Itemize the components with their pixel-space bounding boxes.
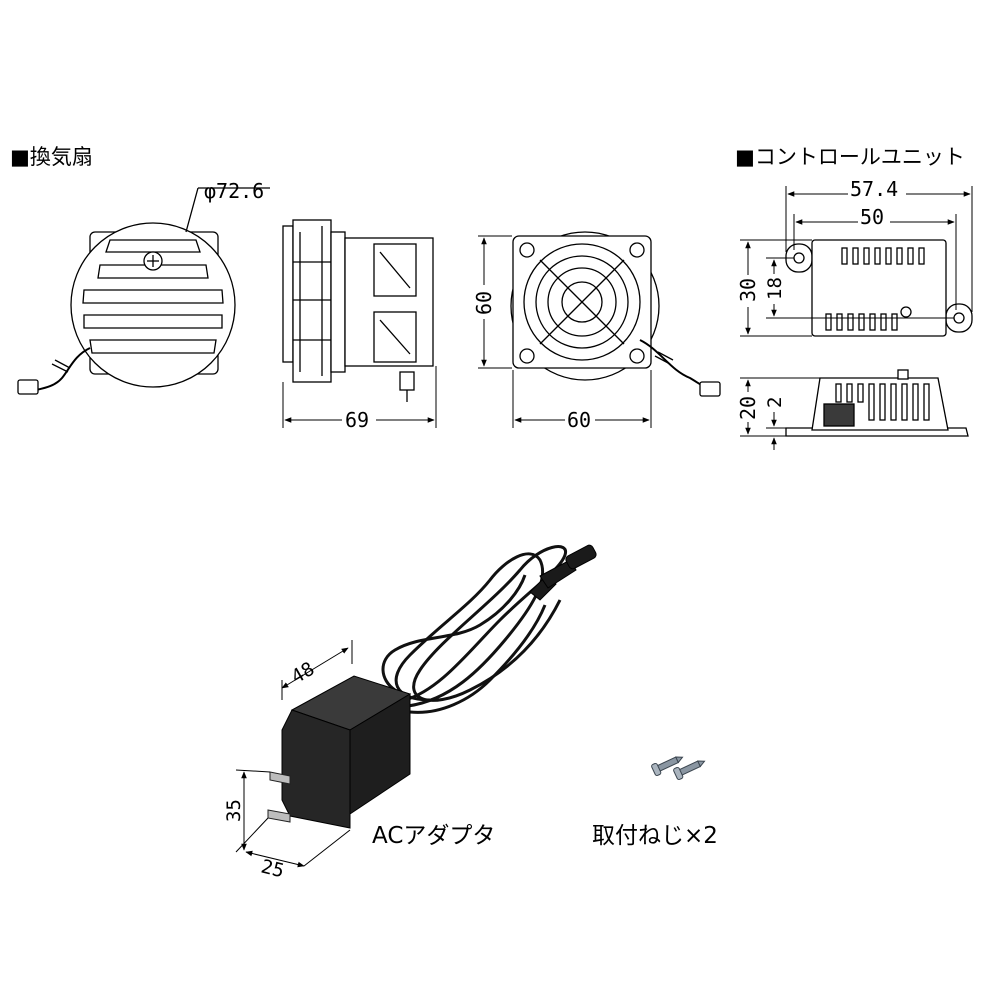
unit-body-width-label: 50 bbox=[860, 205, 884, 229]
ac-adapter-caption: ACアダプタ bbox=[372, 823, 496, 849]
unit-side-height-label: 20 bbox=[736, 396, 760, 420]
adapter-height-label: 35 bbox=[223, 799, 245, 822]
ac-adapter bbox=[235, 544, 597, 868]
fan-depth-label: 69 bbox=[345, 408, 369, 432]
adapter-depth-label: 48 bbox=[288, 658, 319, 688]
fan-height-label: 60 bbox=[472, 291, 496, 315]
fan-diameter-label: φ72.6 bbox=[204, 179, 264, 203]
fan-width-label: 60 bbox=[567, 408, 591, 432]
adapter-width-label: 25 bbox=[259, 856, 287, 883]
unit-hole-pitch-label: 18 bbox=[764, 277, 786, 300]
fan-section-title: ■換気扇 bbox=[10, 145, 93, 169]
unit-total-width-label: 57.4 bbox=[850, 177, 898, 201]
control-unit-side-view bbox=[740, 369, 969, 450]
screws-caption: 取付ねじ×2 bbox=[592, 823, 718, 849]
fan-side-view bbox=[282, 219, 437, 428]
control-unit-section-title: ■コントロールユニット bbox=[735, 145, 965, 169]
unit-flange-label: 2 bbox=[764, 397, 786, 408]
fan-back-view bbox=[478, 231, 721, 428]
mounting-screws bbox=[651, 756, 706, 781]
fan-front-view bbox=[17, 187, 270, 395]
unit-height-label: 30 bbox=[736, 278, 760, 302]
control-unit-top-view bbox=[740, 186, 973, 337]
